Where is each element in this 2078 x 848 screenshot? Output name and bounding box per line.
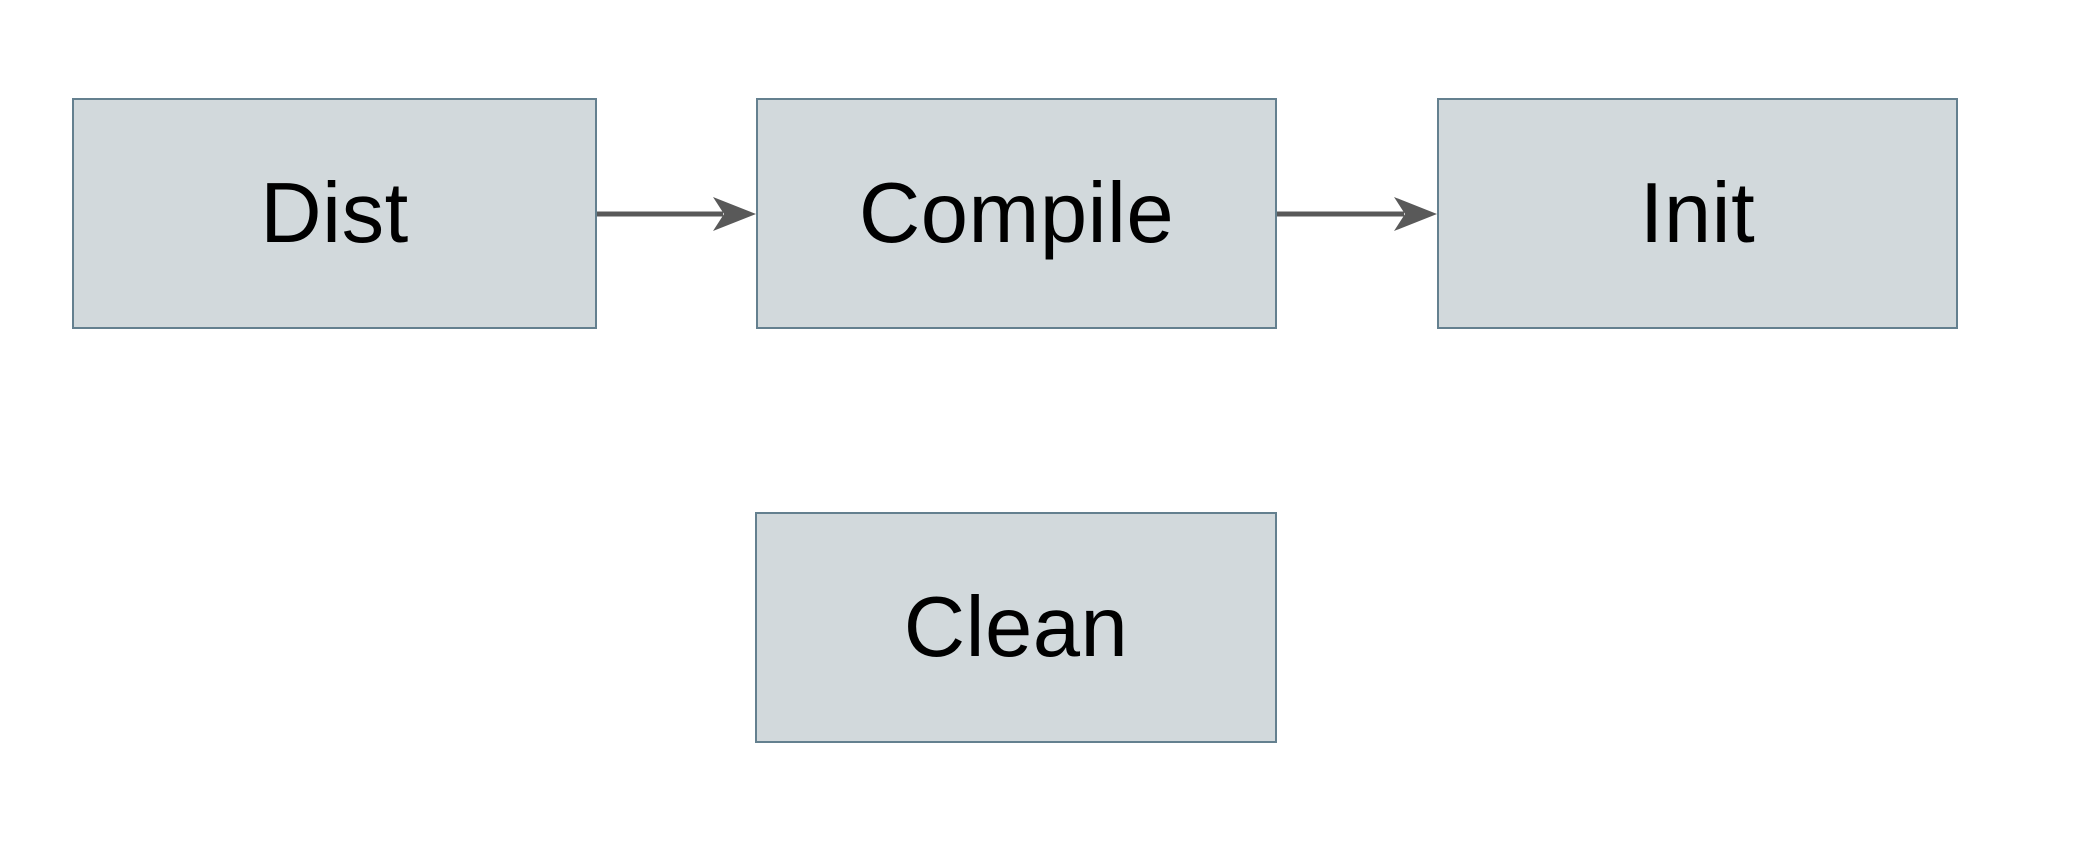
flow-node-dist: Dist — [72, 98, 597, 329]
arrow-compile-to-init — [1277, 197, 1437, 231]
flow-node-compile: Compile — [756, 98, 1277, 329]
flow-node-init: Init — [1437, 98, 1958, 329]
node-label-init: Init — [1639, 166, 1756, 261]
node-label-clean: Clean — [903, 580, 1129, 675]
arrow-dist-to-compile — [597, 197, 756, 231]
node-label-dist: Dist — [260, 166, 409, 261]
node-label-compile: Compile — [858, 166, 1175, 261]
flow-node-clean: Clean — [755, 512, 1277, 743]
